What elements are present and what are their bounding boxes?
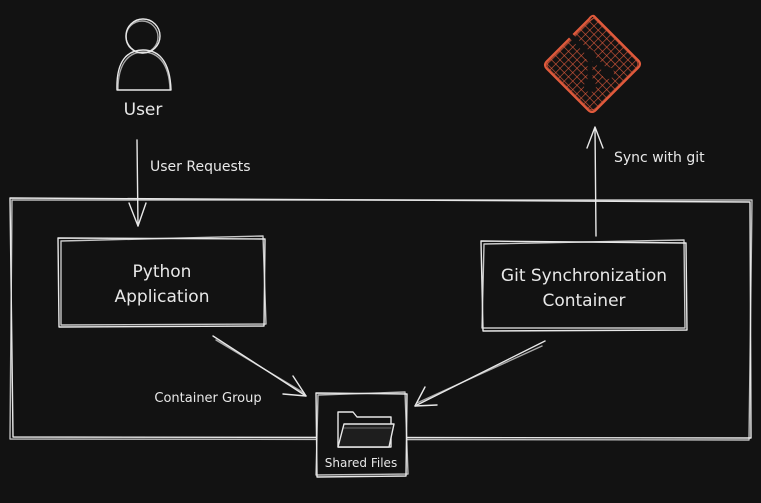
sync-with-git-label: Sync with git — [614, 150, 705, 166]
python-to-shared-files-arrow — [212, 335, 307, 397]
user-label: User — [124, 100, 163, 120]
container-group-label: Container Group — [154, 391, 261, 406]
git-sync-container-box — [480, 239, 688, 332]
container-group — [9, 197, 753, 441]
user-requests-arrow — [128, 139, 147, 227]
python-application-label-line2: Application — [115, 287, 210, 307]
user-requests-label: User Requests — [150, 159, 251, 175]
shared-files-label: Shared Files — [325, 456, 397, 470]
git-to-shared-files-arrow — [414, 340, 546, 407]
python-application-box — [57, 235, 267, 328]
git-sync-container-label-line2: Container — [542, 291, 625, 311]
git-logo-icon — [544, 14, 641, 113]
python-application-label-line1: Python — [133, 262, 192, 282]
folder-icon — [337, 411, 395, 448]
sync-with-git-arrow — [586, 126, 604, 237]
git-sync-container-label-line1: Git Synchronization — [501, 266, 667, 286]
user-icon — [116, 18, 172, 91]
